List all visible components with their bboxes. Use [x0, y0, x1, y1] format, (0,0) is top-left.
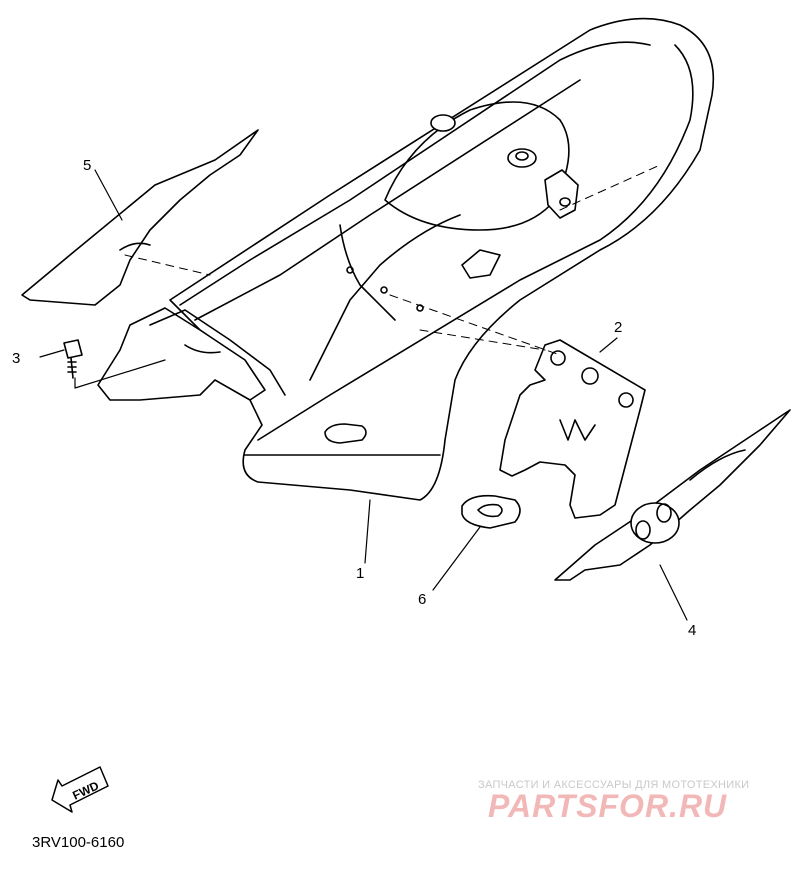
side-decal: [21, 129, 259, 306]
fwd-arrow-icon: FWD: [51, 766, 109, 813]
watermark-tagline: ЗАПЧАСТИ И АКСЕССУАРЫ ДЛЯ МОТОТЕХНИКИ: [478, 779, 750, 791]
assembly-lines: [124, 164, 661, 356]
emblem-decal: [554, 409, 791, 581]
callout-6: 6: [418, 591, 427, 608]
grommet: [461, 494, 521, 529]
callout-5: 5: [83, 157, 92, 174]
callout-4: 4: [688, 622, 697, 639]
callout-2: 2: [614, 319, 623, 336]
callout-3: 3: [12, 350, 21, 367]
leader-lines: [39, 169, 688, 621]
bracket: [499, 339, 646, 519]
part-code: 3RV100-6160: [32, 834, 125, 851]
bolt: [63, 339, 83, 379]
rear-fender: [97, 17, 715, 501]
callout-1: 1: [356, 565, 365, 582]
watermark-logo: PARTSFOR.RU: [488, 788, 728, 824]
